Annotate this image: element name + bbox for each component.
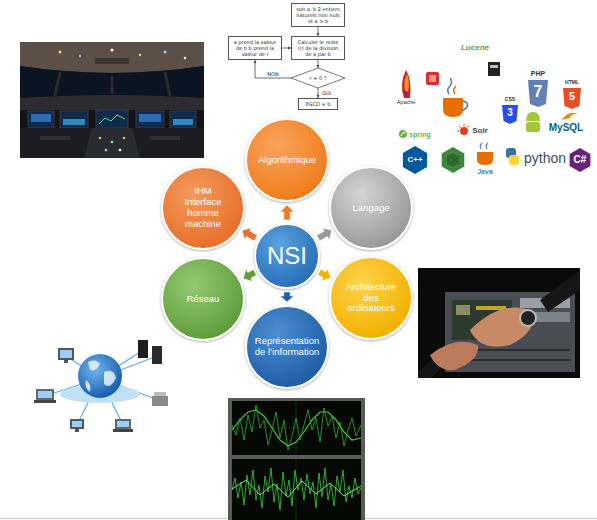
- connector: [317, 88, 320, 98]
- circle-label: Représentation de l’information: [251, 336, 323, 358]
- process-box: a prend la valeur de b b prend la valeur…: [228, 36, 282, 60]
- block-arrow: [318, 268, 331, 281]
- logo-text: HTML: [565, 80, 579, 85]
- logo-text: Apache: [397, 100, 416, 106]
- logo-text: Java: [477, 168, 493, 175]
- connector: [280, 205, 294, 220]
- hardware-photo: [418, 268, 580, 378]
- flow-line: [255, 60, 291, 78]
- logo-text: C++: [407, 156, 422, 164]
- box-label: PGCD = b: [301, 101, 335, 107]
- flow-line: [318, 88, 319, 98]
- connector: [254, 60, 291, 78]
- topic-circle: Représentation de l’information: [245, 305, 329, 389]
- connector: [318, 268, 331, 281]
- logo-text: MySQL: [549, 123, 583, 133]
- logo-text: 7: [534, 84, 543, 100]
- circle-label: Langage: [335, 203, 407, 214]
- circle-label: Architecture des ordinateurs: [341, 282, 401, 315]
- logo-text: Solr: [472, 127, 488, 135]
- flow-line: [282, 48, 291, 49]
- connector: [317, 228, 332, 241]
- circle-label: Algorithmique: [251, 155, 323, 166]
- box-label: Calculer le reste (r) de la division de …: [294, 39, 342, 57]
- topic-circle: Algorithmique: [245, 118, 329, 202]
- logo-text: python: [524, 151, 566, 165]
- waveform-picture: [228, 398, 365, 520]
- connector: [317, 27, 320, 36]
- flow-line: [318, 27, 319, 36]
- topic-circle: Langage: [329, 166, 413, 250]
- block-arrow: [280, 292, 294, 302]
- block-arrow: [243, 269, 256, 281]
- logo-text: CSS: [505, 97, 515, 102]
- language-logos: [399, 62, 590, 174]
- decision-diamond: r = 0 ?: [291, 68, 345, 88]
- logo-text: 5: [569, 91, 575, 102]
- arrowhead: [317, 65, 320, 68]
- edge-label: NON: [266, 72, 279, 77]
- connector: [243, 269, 256, 281]
- logo-text: 3: [507, 108, 513, 118]
- topic-circle: IHMInterface homme machine: [161, 166, 245, 250]
- circle-label: Interface homme machine: [177, 197, 229, 230]
- logo-text: spring: [409, 131, 430, 138]
- connector: [317, 60, 320, 68]
- circle-label: NSI: [259, 242, 315, 270]
- block-arrow: [242, 228, 257, 241]
- flow-line: [318, 60, 319, 68]
- diamond-shape: [291, 68, 345, 88]
- cockpit-photo: [20, 42, 204, 158]
- process-box: Calculer le reste (r) de la division de …: [291, 36, 345, 60]
- end-box: PGCD = b: [298, 98, 338, 110]
- network-picture: [34, 340, 168, 432]
- connector: [242, 228, 257, 241]
- connector: [280, 292, 294, 302]
- block-arrow: [317, 228, 332, 241]
- logo-text: C#: [574, 155, 587, 165]
- topic-circle: Architecture des ordinateurs: [329, 256, 413, 340]
- center-circle: NSI: [254, 223, 320, 289]
- block-arrow: [280, 205, 294, 220]
- edge-label: OUI: [321, 91, 332, 96]
- topic-circle: Réseau: [161, 257, 245, 341]
- arrowhead: [254, 60, 257, 63]
- start-box: soit a, b 2 entiers naturels non nuls et…: [291, 3, 345, 27]
- connector: [282, 47, 291, 50]
- logo-text: Lucene: [461, 44, 489, 52]
- logo-text: PHP: [531, 70, 545, 77]
- circle-label: IHM: [177, 186, 229, 197]
- box-label: r = 0 ?: [303, 75, 333, 81]
- box-label: soit a, b 2 entiers naturels non nuls et…: [294, 6, 342, 24]
- circle-label: Réseau: [167, 294, 239, 305]
- box-label: a prend la valeur de b b prend la valeur…: [231, 39, 279, 57]
